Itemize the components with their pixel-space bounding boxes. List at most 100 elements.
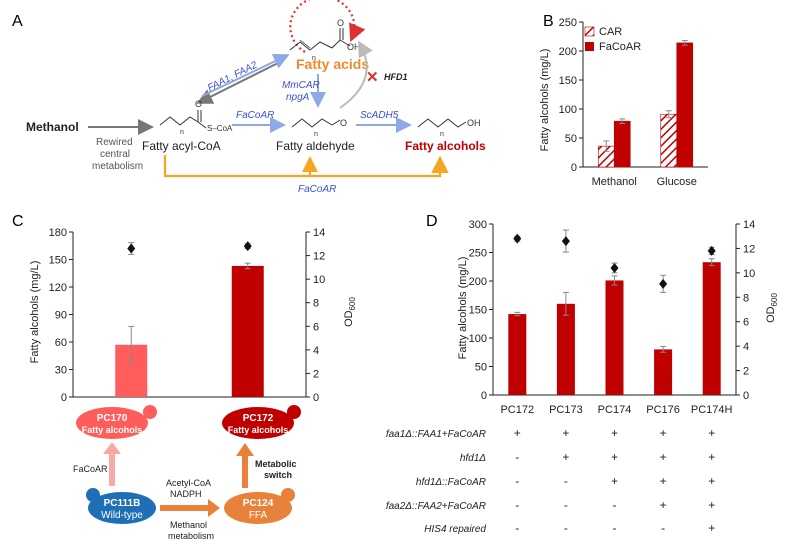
genotype-mark: + [660,474,667,488]
panel-d-od-point [610,262,619,273]
fatty-alcohols-label: Fatty alcohols [405,139,486,153]
genotype-row-label: hfd1Δ::FaCoAR [416,477,486,488]
legend-car-label: CAR [599,26,622,38]
methanol-met-line-2: metabolism [168,531,214,541]
panel-c-y2tick-label: 8 [313,298,319,310]
panel-d-y2tick-label: 0 [743,390,749,402]
facoar-flow-head [103,442,121,454]
genotype-mark: + [708,450,715,464]
hfd1-arrow [339,40,373,109]
pc124-bud [281,488,295,502]
switch-flow-head [236,443,254,456]
genotype-mark: + [611,450,618,464]
genotype-mark: - [613,498,617,512]
acetyl-coa-label: Acetyl-CoA [166,478,211,488]
pc172-desc: Fatty alcohols [228,425,289,435]
panel-d-xtick-label: PC174 [598,404,632,416]
genotype-mark: - [564,474,568,488]
pc124-name: PC124 [243,498,274,509]
legend-facoar-label: FaCoAR [599,41,641,53]
panel-b-ytick-label: 50 [565,133,577,145]
alcohol-oh-label: OH [467,118,481,128]
genotype-mark: + [660,426,667,440]
genotype-mark: - [564,498,568,512]
panel-d-bar-pc174 [605,280,624,395]
panel-d-bar-pc172 [508,314,527,395]
panel-d-y2tick-label: 2 [743,366,749,378]
panel-d-label: D [426,213,438,230]
pc111b-bud [86,488,100,502]
genotype-mark: - [661,521,665,535]
genotype-mark: + [708,474,715,488]
scadh5-label: ScADH5 [360,110,399,121]
panel-d-od-point [707,245,716,256]
panel-d-y2tick-label: 10 [743,268,755,280]
panel-c-label: C [12,213,24,230]
genotype-mark: - [515,498,519,512]
genotype-mark: + [708,426,715,440]
aldehyde-n-label: n [314,131,318,138]
fatty-aldehyde-label: Fatty aldehyde [276,139,355,153]
legend-facoar-swatch [585,42,594,51]
panel-d-y2label: OD600 [765,293,779,323]
genotype-row-label: hfd1Δ [460,453,486,464]
panel-a-label: A [12,13,23,30]
panel-c-chart: C Fatty alcohols (mg/L) OD600 0306090120… [12,213,357,541]
hfd1-label: HFD1 [384,72,408,82]
panel-b-label: B [543,13,554,30]
panel-c-ytick-label: 60 [55,337,67,349]
npga-label: npgA [286,92,310,103]
panel-c-ytick-label: 120 [49,282,67,294]
panel-c-y2tick-label: 2 [313,368,319,380]
pc170-bud [143,405,157,419]
panel-c-ytick-label: 0 [61,392,67,404]
panel-b-ytick-label: 100 [559,104,577,116]
panel-d-ytick-label: 250 [469,248,487,260]
rewired-line-2: central [100,149,130,160]
faa-arrow [201,53,290,97]
panel-c-y2tick-label: 14 [313,227,325,239]
panel-d-od-point [513,233,522,244]
aldehyde-structure [291,118,341,128]
genotype-mark: + [660,498,667,512]
alcohol-n-label: n [440,131,444,138]
panel-c-y2tick-label: 6 [313,321,319,333]
aldehyde-o-label: O [340,118,347,128]
panel-d-xtick-label: PC173 [549,404,583,416]
legend-car-swatch [584,26,595,37]
pc172-name: PC172 [243,413,274,424]
acyl-o-label: O [195,99,202,109]
methanol-met-line-1: Methanol [170,520,207,530]
fatty-acids-label: Fatty acids [296,56,369,72]
panel-c-y2tick-label: 12 [313,251,325,263]
panel-d-chart: D Fatty alcohols (mg/L) OD600 0501001502… [386,213,779,535]
fatty-acid-structure [289,28,351,51]
panel-d-od-point [561,236,570,247]
panel-c-od-point [127,243,136,254]
panel-c-ytick-label: 30 [55,365,67,377]
genotype-row-label: HIS4 repaired [424,524,486,535]
pc124-cell [224,492,292,524]
pc111b-cell [88,492,156,524]
facoar-top-label: FaCoAR [236,110,274,121]
genotype-mark: + [611,426,618,440]
genotype-mark: - [564,521,568,535]
oh-label: OH [347,42,361,52]
panel-d-y2tick-label: 8 [743,292,749,304]
panel-d-xtick-label: PC176 [646,404,680,416]
genotype-row-label: faa2Δ::FAA2+FaCoAR [386,501,486,512]
panel-c-y2tick-label: 0 [313,392,319,404]
panel-c-od-point [243,241,252,252]
panel-d-bar-pc176 [654,349,673,395]
methanol-flow-head [208,499,220,517]
genotype-row-label: faa1Δ::FAA1+FaCoAR [386,429,486,440]
coa-label: S–CoA [207,124,233,133]
mmcar-label: MmCAR [282,80,320,91]
pc170-cell [76,407,148,439]
panel-b-ylabel: Fatty alcohols (mg/L) [539,49,551,152]
genotype-mark: + [562,426,569,440]
panel-c-ytick-label: 180 [49,227,67,239]
